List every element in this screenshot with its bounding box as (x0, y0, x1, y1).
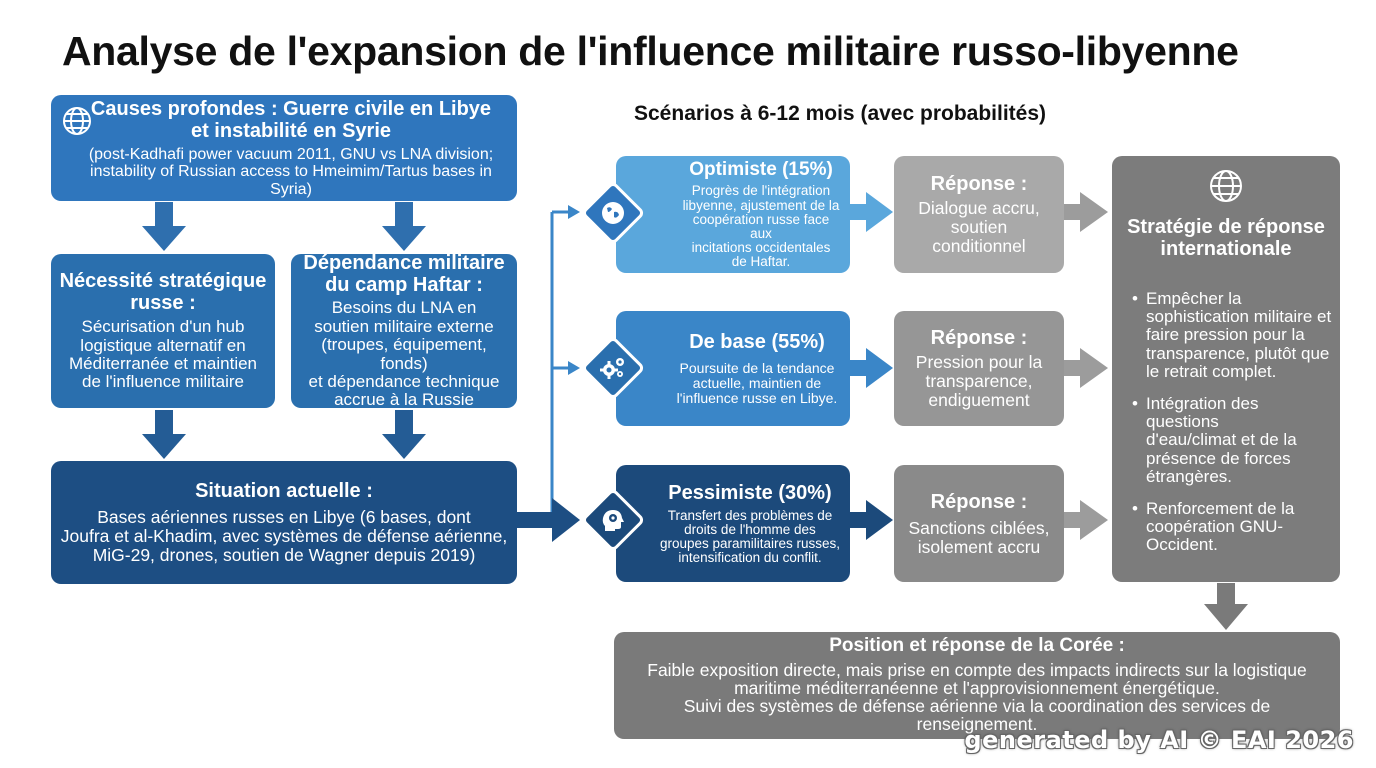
strategy-bullets: Empêcher la sophistication militaire et … (1120, 289, 1332, 568)
causes-heading-line1: Causes profondes : Guerre civile en Liby… (90, 98, 492, 121)
strategy-bullet: Empêcher la sophistication militaire et … (1120, 289, 1332, 381)
arrow-pessimiste-to-response (850, 500, 893, 540)
scenario-optimiste-box: Optimiste (15%) Progrès de l'intégration… (616, 156, 850, 273)
dependence-body-line: Besoins du LNA en (331, 298, 477, 318)
response-body-line: Dialogue accru, (918, 198, 1040, 219)
causes-body-line1: (post-Kadhafi power vacuum 2011, GNU vs … (88, 146, 494, 164)
response-body-line: conditionnel (932, 235, 1026, 256)
scenario-body-line: Progrès de l'intégration (691, 183, 831, 199)
dependence-heading-line1: Dépendance militaire (303, 252, 505, 275)
globe-icon (590, 190, 636, 236)
korea-box: Position et réponse de la Corée : Faible… (614, 632, 1340, 739)
scenario-body-line: coopération russe face aux (692, 211, 830, 241)
response-body-line: endiguement (928, 389, 1030, 410)
head-gear-icon (590, 497, 636, 543)
response-heading: Réponse : (930, 173, 1028, 196)
branch-connector (550, 210, 570, 520)
scenario-pessimiste-heading: Pessimiste (30%) (668, 481, 832, 504)
strategy-heading-line1: Stratégie de réponse (1127, 216, 1325, 238)
dependence-body-line: accrue à la Russie (334, 390, 474, 410)
globe-icon (61, 105, 93, 137)
scenario-optimiste-icon-badge (580, 180, 646, 246)
dependence-heading-line2: du camp Haftar : (325, 274, 483, 297)
current-situation-box: Situation actuelle : Bases aériennes rus… (51, 461, 517, 584)
current-heading: Situation actuelle : (195, 480, 373, 503)
scenario-base-box: De base (55%) Poursuite de la tendance a… (616, 311, 850, 426)
arrow-causes-to-necessity (142, 202, 186, 251)
dependence-body-line: soutien militaire externe (314, 316, 494, 336)
arrow-current-to-pessimiste (516, 498, 580, 542)
scenario-pessimiste-icon-badge (580, 487, 646, 553)
korea-body-line: Faible exposition directe, mais prise en… (647, 659, 1307, 680)
scenario-body-line: incitations occidentales (691, 240, 831, 256)
current-body-line: Bases aériennes russes en Libye (6 bases… (97, 507, 471, 528)
dependence-body-line: et dépendance technique (308, 371, 500, 391)
korea-body-line: Suivi des systèmes de défense aérienne v… (683, 695, 1271, 716)
dependence-box: Dépendance militaire du camp Haftar : Be… (291, 252, 517, 410)
korea-body-line: maritime méditerranéenne et l'approvisio… (734, 677, 1220, 698)
necessity-box: Nécessité stratégique russe : Sécurisati… (51, 254, 275, 408)
dependence-body-line: (troupes, équipement, fonds) (321, 335, 487, 373)
necessity-body-line: logistique alternatif en (80, 335, 246, 355)
scenario-body-line: intensification du conflit. (678, 550, 822, 566)
response-body-line: Pression pour la (915, 352, 1043, 373)
arrow-response1-to-strategy (1064, 192, 1108, 232)
necessity-body-line: de l'influence militaire (81, 372, 244, 392)
korea-heading: Position et réponse de la Corée : (829, 635, 1125, 657)
arrow-response2-to-strategy (1064, 348, 1108, 388)
strategy-bullet: Renforcement de la coopération GNU- Occi… (1120, 499, 1332, 555)
scenario-body-line: l'influence russe en Libye. (676, 389, 838, 406)
causes-heading: Causes profondes : Guerre civile en Liby… (91, 98, 491, 142)
arrow-strategy-to-korea (1204, 583, 1248, 630)
arrow-necessity-to-current (142, 410, 186, 459)
arrow-dependence-to-current (382, 410, 426, 459)
response-pessimiste-box: Réponse : Sanctions ciblées, isolement a… (894, 465, 1064, 582)
scenarios-title: Scénarios à 6-12 mois (avec probabilités… (634, 102, 1047, 125)
page-title: Analyse de l'expansion de l'influence mi… (62, 28, 1239, 74)
response-body-line: soutien (950, 217, 1008, 238)
necessity-body-line: Sécurisation d'un hub (81, 317, 245, 337)
strategy-heading-line2: internationale (1160, 238, 1292, 260)
current-body-line: Joufra et al-Khadim, avec systèmes de dé… (60, 526, 508, 547)
strategy-box: Stratégie de réponse internationale Empê… (1112, 156, 1340, 582)
scenario-body-line: de Haftar. (731, 254, 791, 270)
scenario-optimiste-heading: Optimiste (15%) (689, 158, 833, 180)
scenario-base-heading: De base (55%) (689, 331, 825, 354)
scenario-body-line: Poursuite de la tendance (679, 360, 835, 377)
causes-heading-line2: et instabilité en Syrie (190, 120, 392, 143)
response-heading: Réponse : (930, 327, 1028, 350)
necessity-heading-line2: russe : (130, 292, 196, 315)
current-body-line: MiG-29, drones, soutien de Wagner depuis… (92, 544, 476, 565)
arrow-causes-to-dependence (382, 202, 426, 251)
arrow-to-base (568, 361, 580, 375)
causes-body: (post-Kadhafi power vacuum 2011, GNU vs … (73, 146, 509, 198)
causes-box: Causes profondes : Guerre civile en Liby… (51, 95, 517, 201)
watermark: generated by AI © EAI 2026 (964, 726, 1354, 754)
korea-body-line: renseignement. (916, 713, 1038, 734)
scenario-base-icon-badge (580, 335, 646, 401)
causes-body-line2: instability of Russian access to Hmeimim… (90, 163, 492, 198)
scenario-body-line: droits de l'homme des (684, 521, 816, 537)
scenario-pessimiste-box: Pessimiste (30%) Transfert des problèmes… (616, 465, 850, 582)
scenario-body-line: groupes paramilitaires russes, (659, 536, 841, 551)
response-optimiste-box: Réponse : Dialogue accru, soutien condit… (894, 156, 1064, 273)
response-body-line: transparence, (925, 371, 1033, 392)
scenario-body-line: libyenne, ajustement de la (682, 197, 840, 213)
arrow-optimiste-to-response (850, 192, 893, 232)
necessity-heading-line1: Nécessité stratégique (59, 270, 267, 293)
response-body-line: Sanctions ciblées, (908, 517, 1050, 538)
arrow-response3-to-strategy (1064, 500, 1108, 540)
scenario-body-line: actuelle, maintien de (692, 375, 822, 392)
response-body-line: isolement accru (917, 536, 1041, 557)
arrow-base-to-response (850, 348, 893, 388)
scenario-body-line: Transfert des problèmes de (667, 507, 833, 523)
arrow-to-optimiste (568, 205, 580, 219)
response-heading: Réponse : (930, 490, 1028, 513)
strategy-bullet: Intégration des questions d'eau/climat e… (1120, 394, 1332, 486)
necessity-body-line: Méditerranée et maintien (68, 354, 258, 373)
globe-icon (1208, 168, 1244, 204)
response-base-box: Réponse : Pression pour la transparence,… (894, 311, 1064, 426)
gears-icon (590, 345, 636, 391)
